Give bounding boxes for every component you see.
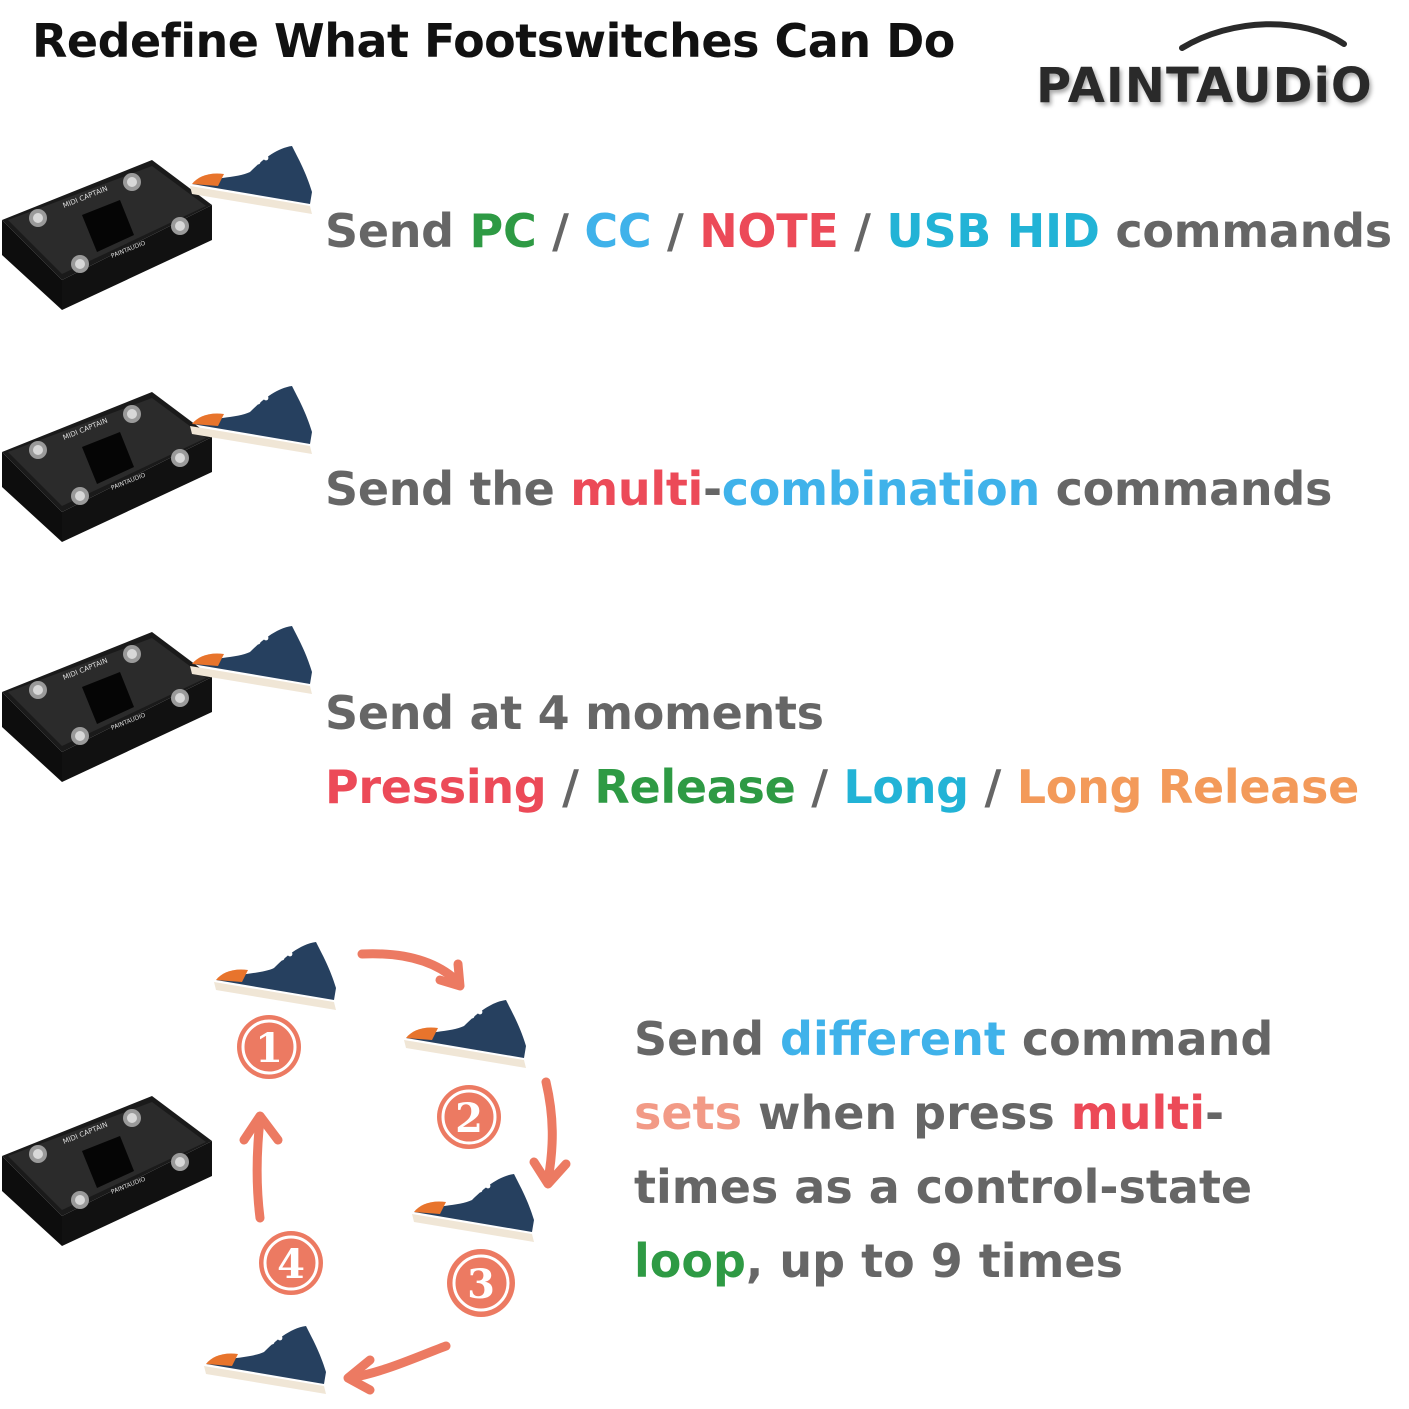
row4-dash: - [1204,1086,1225,1140]
svg-text:2: 2 [455,1095,483,1142]
shoe-icon [190,386,312,454]
row1-note: NOTE [699,204,839,258]
row2-combination: combination [721,462,1040,516]
row4-rest: , up to 9 times [745,1234,1123,1288]
step-badge-1: 1 [237,1015,301,1079]
arrow-up-icon [239,1111,283,1223]
paintaudio-logo: PAINTAUDiO [1032,14,1392,114]
step-badge-2: 2 [437,1085,501,1149]
row3-long-release: Long Release [1016,760,1360,814]
row4-line3: times as a control-state [634,1160,1253,1214]
row3-sep1: / [562,760,579,814]
row4-multi: multi [1070,1086,1205,1140]
row4-line1: Send different command [634,1002,1334,1076]
svg-text:3: 3 [467,1261,495,1308]
shoe-icon-step4 [204,1326,326,1394]
midi-captain-device-image [2,1096,212,1246]
row1-sep1: / [552,204,569,258]
row4-different: different [780,1012,1006,1066]
row2-multi: multi [570,462,703,516]
row4-line4: loop, up to 9 times [634,1224,1334,1298]
step-badge-4: 4 [259,1231,323,1295]
row4-sets: sets [634,1086,742,1140]
row3-release: Release [594,760,796,814]
svg-text:4: 4 [277,1241,305,1288]
row4-text: Send different command sets when press m… [634,1002,1334,1298]
midi-captain-device-image [2,392,212,542]
shoe-icon-step1 [214,942,336,1010]
shoe-icon [190,626,312,694]
row2-text: Send the multi-combination commands [325,462,1332,516]
row1-usb-hid: USB HID [886,204,1100,258]
logo-arc-icon [1179,21,1347,51]
row4-line2: sets when press multi- [634,1076,1334,1150]
row3-sep3: / [984,760,1002,814]
step-badge-3: 3 [447,1249,515,1317]
shoe-icon [190,146,312,214]
row3-pressing: Pressing [325,760,547,814]
row3-line2: Pressing / Release / Long / Long Release [325,760,1359,814]
row4-send: Send [634,1012,765,1066]
row2-word-send-the: Send the [325,462,555,516]
svg-text:1: 1 [255,1025,283,1072]
row3-long: Long [843,760,969,814]
midi-captain-device-image [2,632,212,782]
row3-line1: Send at 4 moments [325,686,824,740]
logo-text: PAINTAUDiO [1036,58,1373,114]
row1-word-commands: commands [1115,204,1392,258]
row1-cc: CC [584,204,652,258]
row1-sep2: / [667,204,684,258]
row4-when-press: when press [757,1086,1055,1140]
row2-dash: - [703,462,722,516]
arrow-down-icon [529,1077,571,1189]
midi-captain-device-image [2,160,212,310]
row1-pc: PC [469,204,537,258]
row2-word-commands: commands [1055,462,1333,516]
row1-text: Send PC / CC / NOTE / USB HID commands [325,204,1392,258]
row1-word-send: Send [325,204,454,258]
row4-command: command [1021,1012,1274,1066]
row4-loop: loop [634,1234,746,1288]
arrow-left-icon [343,1341,451,1395]
arrow-right-icon [357,949,465,991]
row3-sep2: / [811,760,828,814]
shoe-icon-step2 [404,1000,526,1068]
page-title: Redefine What Footswitches Can Do [32,14,955,68]
shoe-icon-step3 [412,1174,534,1242]
row1-sep3: / [854,204,871,258]
